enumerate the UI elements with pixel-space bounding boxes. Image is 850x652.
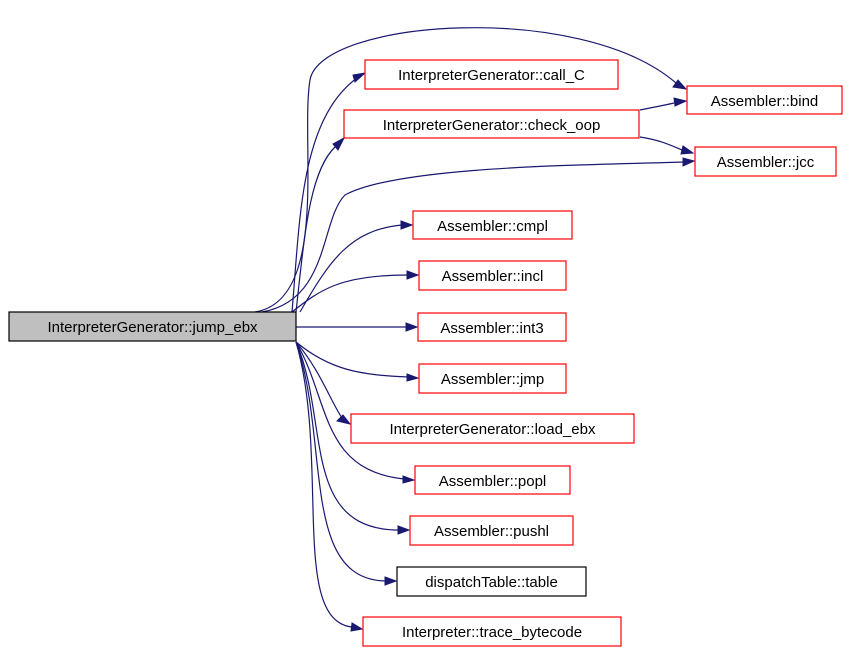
node-jmp[interactable]: Assembler::jmp — [418, 363, 567, 394]
arrowhead-jcc-from-check-oop — [680, 145, 695, 155]
arrowhead-table — [384, 576, 398, 586]
edge-jump-ebx-to-jmp — [295, 341, 409, 378]
node-check-oop-label: InterpreterGenerator::check_oop — [383, 117, 601, 134]
node-bind[interactable]: Assembler::bind — [686, 85, 843, 115]
node-cmpl-box — [412, 210, 573, 240]
arrowhead-check-oop — [332, 136, 346, 151]
node-cmpl[interactable]: Assembler::cmpl — [412, 210, 573, 240]
node-trace-bytecode[interactable]: Interpreter::trace_bytecode — [362, 616, 622, 647]
node-bind-box — [686, 85, 843, 115]
node-call-c[interactable]: InterpreterGenerator::call_C — [364, 59, 619, 90]
edge-jump-ebx-to-table — [295, 341, 387, 582]
edge-jump-ebx-to-incl — [291, 274, 409, 313]
edge-check-oop-to-jcc — [639, 136, 683, 151]
node-table-label: dispatchTable::table — [425, 574, 558, 591]
node-call-c-label: InterpreterGenerator::call_C — [398, 67, 585, 84]
arrowhead-pushl — [397, 525, 411, 535]
node-int3[interactable]: Assembler::int3 — [417, 312, 567, 342]
arrowhead-trace-bytecode — [350, 622, 364, 632]
node-jmp-label: Assembler::jmp — [441, 371, 544, 388]
edge-jump-ebx-to-popl — [295, 341, 405, 480]
node-load-ebx-box — [350, 413, 635, 444]
arrowhead-incl — [406, 270, 420, 280]
node-trace-bytecode-label: Interpreter::trace_bytecode — [402, 624, 582, 641]
node-pushl-box — [409, 515, 574, 546]
node-call-c-box — [364, 59, 619, 90]
node-jump-ebx-label: InterpreterGenerator::jump_ebx — [47, 319, 258, 336]
node-incl-box — [418, 260, 567, 291]
node-incl-label: Assembler::incl — [442, 268, 544, 285]
arrowhead-jmp — [406, 373, 420, 382]
edges — [254, 27, 696, 632]
node-jump-ebx[interactable]: InterpreterGenerator::jump_ebx — [8, 311, 297, 342]
edge-jump-ebx-to-pushl — [295, 341, 400, 531]
node-jmp-box — [418, 363, 567, 394]
node-cmpl-label: Assembler::cmpl — [437, 218, 548, 235]
node-popl[interactable]: Assembler::popl — [414, 465, 571, 495]
node-jcc[interactable]: Assembler::jcc — [694, 146, 837, 177]
arrowhead-int3 — [405, 322, 419, 332]
edge-jump-ebx-to-check-oop — [295, 145, 337, 313]
arrowhead-bind-from-check-oop — [673, 97, 688, 107]
node-popl-box — [414, 465, 571, 495]
node-jcc-label: Assembler::jcc — [717, 154, 815, 171]
arrowhead-call-c — [352, 72, 367, 83]
node-load-ebx[interactable]: InterpreterGenerator::load_ebx — [350, 413, 635, 444]
node-bind-label: Assembler::bind — [711, 93, 819, 110]
arrowhead-popl — [402, 475, 416, 484]
edge-jump-ebx-to-bind — [254, 27, 677, 313]
node-pushl-label: Assembler::pushl — [434, 523, 549, 540]
node-jcc-box — [694, 146, 837, 177]
edge-check-oop-to-bind — [639, 102, 675, 111]
arrowhead-load-ebx — [336, 414, 352, 425]
node-check-oop[interactable]: InterpreterGenerator::check_oop — [343, 109, 640, 139]
node-table-box — [396, 566, 587, 597]
edge-jump-ebx-to-jcc — [261, 161, 685, 313]
node-check-oop-box — [343, 109, 640, 139]
edge-jump-ebx-to-load-ebx — [295, 341, 343, 419]
node-jump-ebx-box — [8, 311, 297, 342]
node-load-ebx-label: InterpreterGenerator::load_ebx — [390, 421, 596, 438]
node-table[interactable]: dispatchTable::table — [396, 566, 587, 597]
node-popl-label: Assembler::popl — [439, 473, 547, 490]
edge-jump-ebx-to-cmpl — [299, 224, 403, 313]
arrowhead-jcc — [682, 157, 696, 167]
node-int3-label: Assembler::int3 — [440, 320, 543, 337]
edge-jump-ebx-to-trace-bytecode — [295, 341, 353, 628]
node-incl[interactable]: Assembler::incl — [418, 260, 567, 291]
node-trace-bytecode-box — [362, 616, 622, 647]
node-int3-box — [417, 312, 567, 342]
arrowhead-bind — [672, 79, 688, 90]
node-pushl[interactable]: Assembler::pushl — [409, 515, 574, 546]
arrowhead-cmpl — [400, 220, 414, 230]
